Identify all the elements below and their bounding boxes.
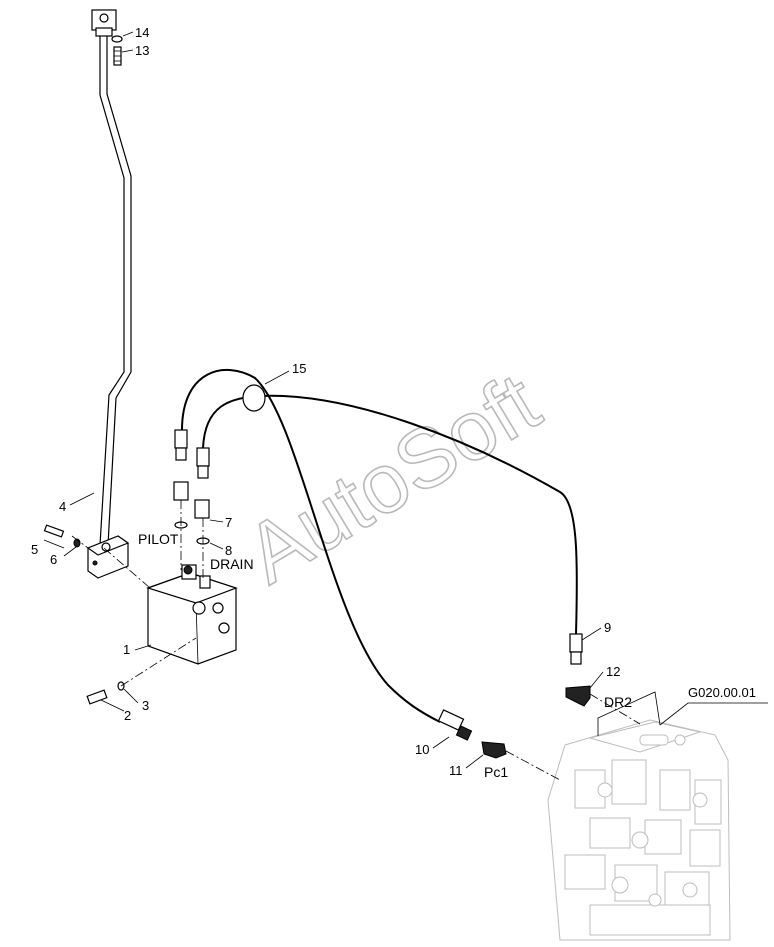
callout-14: 14 (135, 25, 149, 40)
callout-6: 6 (50, 552, 57, 567)
callout-9: 9 (604, 620, 611, 635)
callout-7: 7 (225, 515, 232, 530)
callout-13: 13 (135, 43, 149, 58)
lever-pipe (91, 9, 132, 546)
callout-8: 8 (225, 543, 232, 558)
callout-2: 2 (124, 708, 131, 723)
control-valve-assembly (547, 719, 731, 941)
callout-labels: 14 13 4 5 6 1 2 3 7 8 15 9 12 10 11 (31, 25, 620, 778)
pilot-valve-block (146, 564, 238, 665)
hose-9 (202, 394, 578, 635)
callout-15: 15 (292, 361, 306, 376)
hose-10-end (437, 709, 473, 741)
callout-4: 4 (59, 499, 66, 514)
callout-3: 3 (142, 698, 149, 713)
callout-1: 1 (123, 642, 130, 657)
fitting-drain (194, 447, 210, 545)
bolt (113, 46, 122, 66)
washer (111, 35, 123, 43)
hose-10 (181, 369, 441, 723)
elbow-fitting-pc1 (481, 741, 507, 759)
hose-clamp (242, 384, 266, 412)
reference-part-number: G020.00.01 (688, 685, 756, 700)
port-label-drain: DRAIN (210, 556, 254, 572)
pipe-bracket (86, 535, 130, 579)
port-label-dr2: DR2 (604, 694, 632, 710)
callout-10: 10 (415, 742, 429, 757)
port-label-pc1: Pc1 (484, 764, 508, 780)
watermark: AutoSoft (229, 354, 555, 602)
port-label-pilot: PILOT (138, 531, 179, 547)
port-labels: PILOT DRAIN DR2 Pc1 (138, 531, 632, 780)
elbow-fitting-dr2 (565, 685, 591, 707)
callout-11: 11 (449, 763, 463, 778)
callout-5: 5 (31, 542, 38, 557)
callout-12: 12 (606, 664, 620, 679)
leader-lines (43, 31, 768, 769)
block-bolt (86, 689, 108, 705)
svg-text:AutoSoft: AutoSoft (230, 355, 555, 602)
bracket-bolt (43, 524, 65, 538)
hose-9-end (569, 633, 583, 653)
